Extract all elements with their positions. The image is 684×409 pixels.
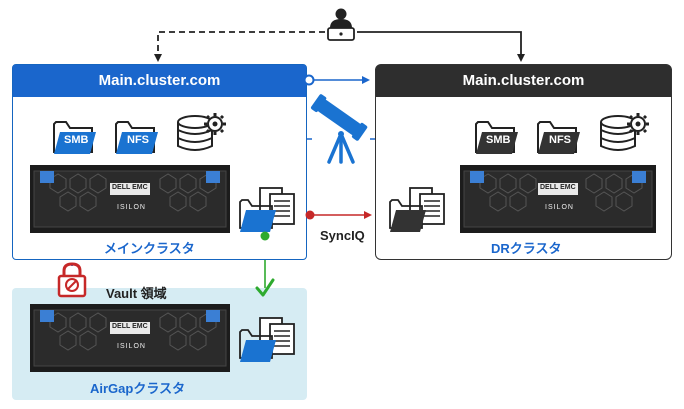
main-cluster-label: メインクラスタ <box>104 241 195 256</box>
airgap-product-label: ISILON <box>117 343 146 350</box>
database-gear-icon <box>600 113 649 151</box>
dr-nfs-label: NFS <box>549 134 571 146</box>
user-to-dr-line <box>357 31 525 62</box>
main-isilon-appliance <box>30 165 230 233</box>
database-gear-icon <box>177 113 226 151</box>
document-folder-icon <box>239 187 295 232</box>
main-smb-label: SMB <box>64 134 89 146</box>
airgap-brand-label: DELL EMC <box>112 323 148 330</box>
dr-brand-label: DELL EMC <box>540 184 576 191</box>
airgap-isilon-appliance <box>30 304 230 372</box>
dr-product-label: ISILON <box>545 204 574 211</box>
connector-dot <box>305 210 315 220</box>
nfs-folder-icon <box>115 121 158 154</box>
checkmark-icon <box>255 278 275 297</box>
dr-cluster-host: Main.cluster.com <box>376 65 671 97</box>
synciq-label: SyncIQ <box>320 228 365 243</box>
nfs-folder-icon <box>537 121 580 154</box>
dr-isilon-appliance <box>460 165 656 233</box>
document-folder-icon <box>389 187 445 232</box>
document-folder-icon <box>239 317 295 362</box>
main-cluster-host: Main.cluster.com <box>13 65 306 97</box>
connector-dot <box>303 74 315 86</box>
lock-icon <box>57 262 87 298</box>
vault-label: Vault 領域 <box>106 286 167 301</box>
smb-folder-icon <box>53 121 96 154</box>
dr-cluster-label: DRクラスタ <box>491 241 562 256</box>
telescope-icon <box>310 94 368 164</box>
smb-folder-icon <box>475 121 518 154</box>
main-nfs-label: NFS <box>127 134 149 146</box>
user-laptop-icon <box>327 8 355 41</box>
main-brand-label: DELL EMC <box>112 184 148 191</box>
airgap-cluster-label: AirGapクラスタ <box>90 381 186 396</box>
green-dot <box>260 231 270 241</box>
main-product-label: ISILON <box>117 204 146 211</box>
dr-smb-label: SMB <box>486 134 511 146</box>
user-to-main-line <box>154 31 325 62</box>
